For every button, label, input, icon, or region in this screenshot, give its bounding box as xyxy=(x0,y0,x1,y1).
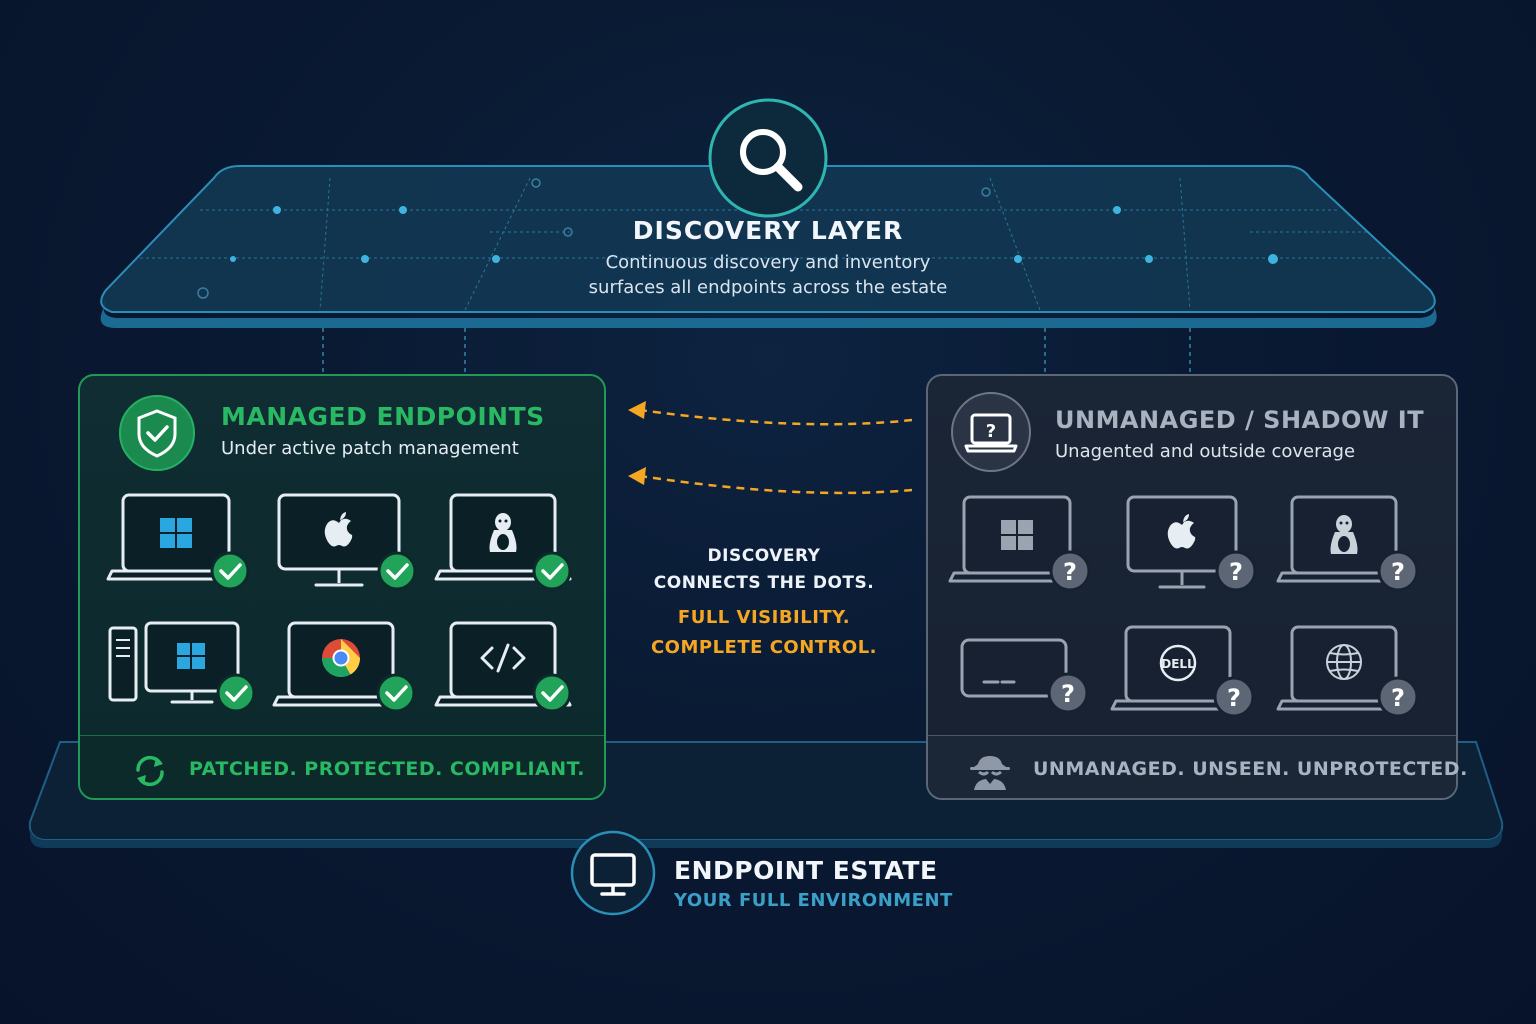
center-line-1: DISCOVERY xyxy=(707,546,821,566)
check-badge xyxy=(210,551,250,591)
discovery-title: DISCOVERY LAYER xyxy=(632,216,904,245)
svg-text:?: ? xyxy=(1229,558,1243,586)
svg-text:?: ? xyxy=(986,421,996,442)
managed-devices xyxy=(106,493,572,713)
svg-text:?: ? xyxy=(1063,558,1077,586)
center-line-2: CONNECTS THE DOTS. xyxy=(653,573,875,593)
unmanaged-title: UNMANAGED / SHADOW IT xyxy=(1055,406,1425,434)
svg-text:?: ? xyxy=(1061,680,1075,708)
windows-icon xyxy=(1001,520,1033,550)
managed-chrome-laptop xyxy=(272,621,416,713)
unmanaged-linux-laptop: ? xyxy=(1276,495,1419,592)
laptop-question-icon: ? xyxy=(950,391,1032,473)
question-badge xyxy=(1213,676,1255,718)
unmanaged-apple-monitor: ? xyxy=(1126,495,1257,592)
managed-subtitle: Under active patch management xyxy=(221,438,519,459)
connector-lines xyxy=(322,328,1191,374)
question-badge xyxy=(1215,550,1257,592)
unmanaged-windows-laptop: ? xyxy=(948,495,1091,592)
managed-windows-desktop-tower xyxy=(108,621,256,713)
check-badge xyxy=(532,551,572,591)
managed-footer-text: PATCHED. PROTECTED. COMPLIANT. xyxy=(189,758,585,780)
discovery-subtitle-1: Continuous discovery and inventory xyxy=(605,252,931,273)
estate-title: ENDPOINT ESTATE xyxy=(674,856,938,885)
monitor-icon xyxy=(570,830,656,916)
unmanaged-footer-text: UNMANAGED. UNSEEN. UNPROTECTED. xyxy=(1033,758,1468,780)
search-icon xyxy=(708,98,828,218)
windows-icon xyxy=(160,518,192,548)
check-badge xyxy=(377,551,417,591)
managed-linux-laptop xyxy=(434,493,572,591)
svg-text:?: ? xyxy=(1227,684,1241,712)
managed-code-laptop xyxy=(434,621,572,713)
windows-icon xyxy=(177,643,205,669)
shield-check-icon xyxy=(118,394,196,472)
unmanaged-dell-laptop: DELL ? xyxy=(1110,625,1255,718)
spy-icon xyxy=(966,752,1014,792)
check-badge xyxy=(216,673,256,713)
arrow-head-2 xyxy=(628,467,646,485)
discovery-subtitle-2: surfaces all endpoints across the estate xyxy=(588,277,948,298)
question-badge xyxy=(1049,550,1091,592)
apple-icon xyxy=(1167,514,1196,549)
unmanaged-server-box: ? xyxy=(960,638,1089,714)
managed-footer-bar xyxy=(80,735,604,798)
check-badge xyxy=(376,673,416,713)
discovery-platform xyxy=(100,165,1437,328)
chrome-icon xyxy=(321,639,361,678)
discovery-arrows xyxy=(639,408,913,495)
apple-icon xyxy=(324,512,353,547)
code-icon xyxy=(480,643,526,673)
sync-icon xyxy=(130,752,170,790)
question-badge xyxy=(1377,550,1419,592)
svg-text:?: ? xyxy=(1391,558,1405,586)
check-badge xyxy=(532,673,572,713)
center-line-3: FULL VISIBILITY. xyxy=(677,607,851,628)
managed-title: MANAGED ENDPOINTS xyxy=(221,402,545,431)
unmanaged-subtitle: Unagented and outside coverage xyxy=(1055,441,1356,462)
center-line-4: COMPLETE CONTROL. xyxy=(650,637,878,658)
unmanaged-devices: ? ? ? ? xyxy=(948,495,1419,718)
svg-text:DELL: DELL xyxy=(1161,657,1195,671)
linux-icon xyxy=(1330,515,1358,554)
svg-text:?: ? xyxy=(1391,684,1405,712)
dell-logo: DELL xyxy=(1159,644,1197,682)
question-badge xyxy=(1047,672,1089,714)
managed-apple-monitor xyxy=(277,493,417,591)
unmanaged-footer-bar xyxy=(928,735,1456,798)
unmanaged-globe-laptop: ? xyxy=(1276,625,1419,718)
arrow-head-1 xyxy=(628,401,646,419)
managed-windows-laptop xyxy=(106,493,250,591)
estate-subtitle: YOUR FULL ENVIRONMENT xyxy=(674,890,953,911)
globe-icon xyxy=(1326,644,1362,680)
question-badge xyxy=(1377,676,1419,718)
linux-icon xyxy=(489,513,517,552)
